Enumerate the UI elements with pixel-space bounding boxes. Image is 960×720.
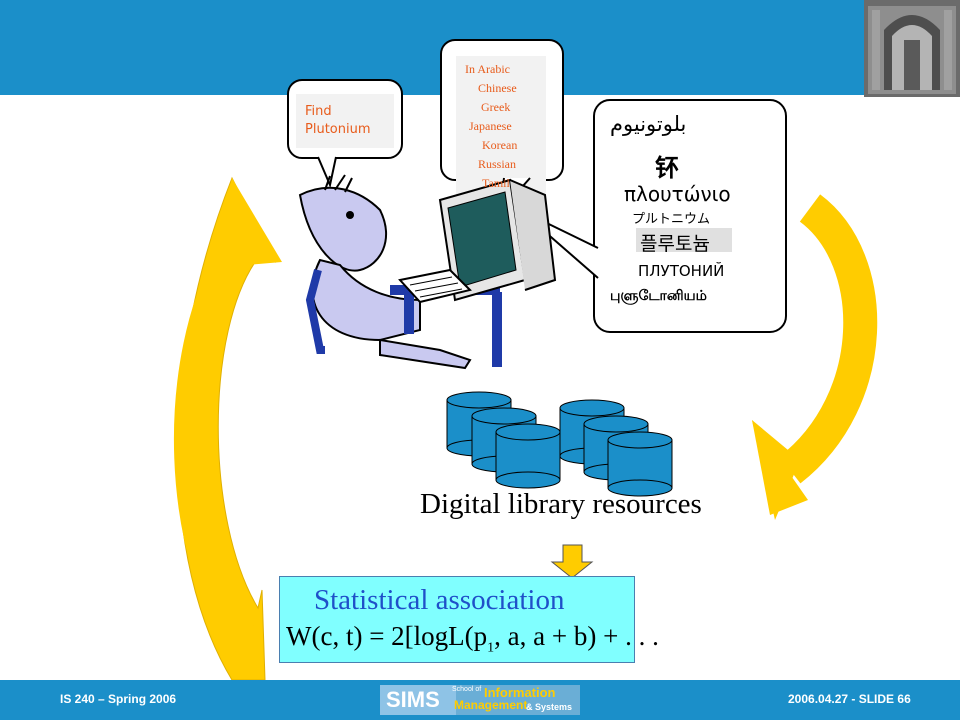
- korean-word: 플루토늄: [640, 233, 710, 255]
- language-intro: In Arabic: [465, 62, 510, 76]
- logo-small2: & Systems: [526, 702, 573, 712]
- language-item: Russian: [478, 157, 517, 171]
- formula-sub: 1: [487, 640, 495, 656]
- tamil-word: புளுடோனியம்: [610, 288, 707, 304]
- statistical-association-box: Statistical association W(c, t) = 2[logL…: [279, 576, 659, 663]
- building-photo: [864, 0, 960, 97]
- logo-big1: Information: [484, 685, 556, 700]
- formula: W(c, t) = 2[logL(p1, a, a + b) + . . .: [286, 621, 659, 656]
- query-line1: Find: [305, 104, 332, 119]
- japanese-word: プルトニウム: [632, 212, 711, 227]
- database-cylinders: [446, 391, 673, 497]
- greek-word: πλουτώνιο: [624, 182, 731, 206]
- logo-main: SIMS: [386, 687, 440, 712]
- formula-rhs: , a, a + b) + . . .: [494, 621, 659, 651]
- person-at-computer-illustration: [298, 174, 557, 370]
- query-line2: Plutonium: [305, 122, 371, 137]
- language-item: Chinese: [478, 81, 517, 95]
- language-item: Greek: [481, 100, 511, 114]
- query-text: Find Plutonium: [305, 103, 395, 139]
- language-item: Korean: [482, 138, 518, 152]
- footer-left: IS 240 – Spring 2006: [60, 692, 177, 706]
- language-item: Tamil: [482, 176, 510, 190]
- translations-bubble: [593, 99, 787, 333]
- logo-small1: School of: [452, 686, 482, 693]
- language-item: Japanese: [469, 119, 512, 133]
- sims-logo: SIMS School of Information Management & …: [380, 685, 580, 715]
- logo-big2: Management: [454, 698, 528, 712]
- footer-right: 2006.04.27 - SLIDE 66: [788, 692, 911, 706]
- russian-word: ПЛУТОНИЙ: [638, 262, 725, 280]
- down-arrow: [550, 544, 594, 579]
- chinese-word: 钚: [655, 154, 679, 182]
- stat-title: Statistical association: [314, 584, 565, 616]
- resources-caption: Digital library resources: [420, 488, 702, 520]
- formula-lhs: W(c, t) = 2[logL(p: [286, 621, 488, 651]
- arabic-word: بلوتونيوم: [610, 112, 687, 136]
